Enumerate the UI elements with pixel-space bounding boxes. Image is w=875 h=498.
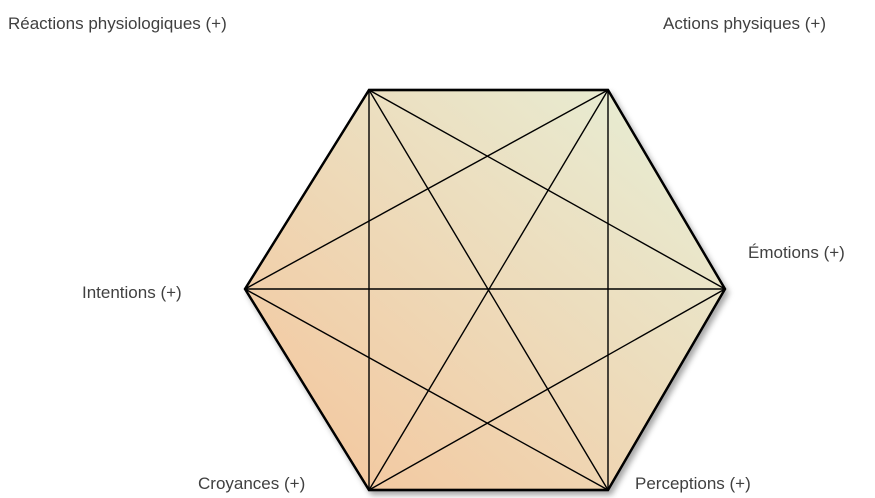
label-perceptions: Perceptions (+) — [635, 474, 751, 493]
label-actions-physiques: Actions physiques (+) — [663, 14, 826, 33]
line-ap-cr — [368, 89, 609, 491]
label-emotions: Émotions (+) — [748, 243, 845, 262]
label-reactions-physiologiques: Réactions physiologiques (+) — [8, 14, 227, 33]
connection-lines — [244, 89, 726, 491]
hexagon-shape — [243, 88, 727, 492]
line-rp-em — [368, 89, 726, 290]
hexagon-outline — [243, 88, 727, 492]
label-intentions: Intentions (+) — [82, 283, 182, 302]
line-pe-in — [244, 288, 609, 491]
line-in-ap — [244, 89, 609, 290]
label-croyances: Croyances (+) — [198, 474, 306, 493]
line-em-cr — [368, 288, 726, 491]
